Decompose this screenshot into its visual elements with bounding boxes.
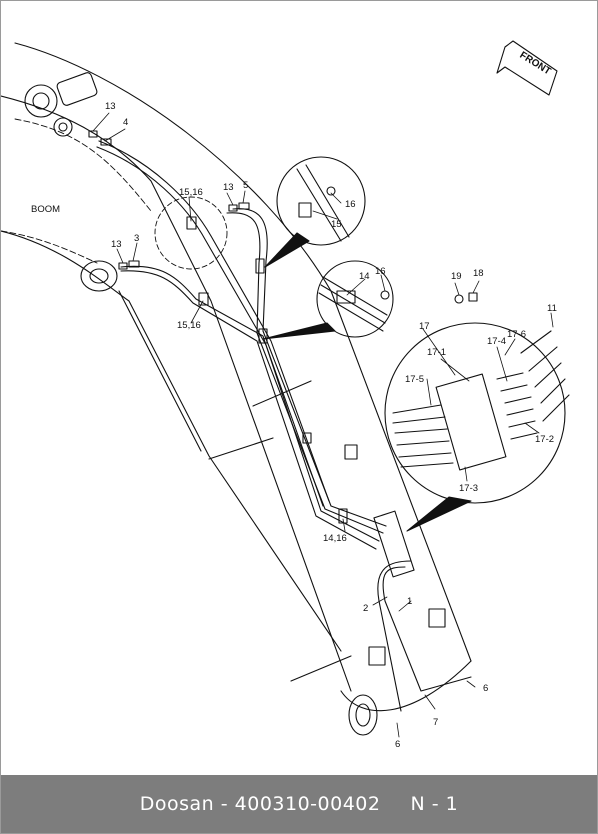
part-callout-14-16: 14,16 <box>323 533 347 544</box>
part-callout-17-1: 17-1 <box>427 347 446 358</box>
detail-circle-dashed <box>154 196 228 270</box>
boom-label: BOOM <box>31 204 60 215</box>
fitting-13-mid <box>228 204 238 212</box>
part-callout-6b: 6 <box>395 739 400 750</box>
detail-bubble-1-nut <box>326 186 336 196</box>
footer-page: N - 1 <box>410 793 459 815</box>
boom-foot-pin-boss <box>348 694 378 736</box>
part-callout-13a: 13 <box>105 101 116 112</box>
part-callout-13b: 13 <box>223 182 234 193</box>
footer-part-number: 400310-00402 <box>234 793 381 815</box>
detail-bubble-2-nut <box>380 290 390 300</box>
part-callout-5: 5 <box>243 180 248 191</box>
front-label: FRONT <box>518 50 553 78</box>
manifold-detail-block <box>435 373 507 471</box>
front-arrow <box>496 40 558 96</box>
boom-pad-2 <box>368 646 386 666</box>
fitting-5 <box>238 202 250 210</box>
detail-bubble-2-clamp <box>336 290 356 304</box>
pipe-line-f <box>96 146 324 507</box>
bolt-set-11 <box>520 330 570 422</box>
boom-bolt-head <box>53 117 73 137</box>
part-callout-15-16b: 15,16 <box>177 320 201 331</box>
part-callout-17: 17 <box>419 321 430 332</box>
cylinder-pin-bore <box>89 268 109 284</box>
part-callout-13c: 13 <box>111 239 122 250</box>
detail-bubble-14-16 <box>316 260 394 338</box>
part-callout-15: 15 <box>331 219 342 230</box>
boom-foot-pin-bore <box>355 703 371 727</box>
manifold-detail-pointer <box>406 496 472 532</box>
boom-dashed-outline <box>1 118 152 264</box>
part-callout-17-3: 17-3 <box>459 483 478 494</box>
manifold-detail-fittings <box>496 372 538 440</box>
pipe-lower-1 <box>377 560 412 712</box>
detail-bubble-15-16 <box>276 156 366 246</box>
pipe-line-a <box>232 208 387 527</box>
part-callout-15-16a: 15,16 <box>179 187 203 198</box>
pipe-line-e <box>98 140 330 502</box>
boom-pad-3 <box>428 608 446 628</box>
callout-leaders <box>92 112 554 738</box>
part-callout-3: 3 <box>134 233 139 244</box>
part-callout-17-5: 17-5 <box>405 374 424 385</box>
pipe-lower-2 <box>382 566 472 692</box>
detail-bubble-1-clamp <box>298 202 312 218</box>
boom-pad-4 <box>302 432 312 444</box>
manifold-block <box>373 510 415 578</box>
detail-bubble-1-lines <box>296 164 350 242</box>
part-callout-1: 1 <box>407 596 412 607</box>
detail-bubble-1-pointer <box>264 232 310 268</box>
boom-panel-line-2 <box>208 437 274 460</box>
pipe-clamp-1 <box>255 258 265 274</box>
part-callout-6a: 6 <box>483 683 488 694</box>
part-callout-4: 4 <box>123 117 128 128</box>
part-callout-11: 11 <box>547 303 557 314</box>
cylinder-pin-boss <box>80 260 118 292</box>
footer-brand: Doosan <box>139 793 215 815</box>
boom-pin-boss <box>24 84 58 118</box>
boom-pad-1 <box>344 444 358 460</box>
part-callout-17-2: 17-2 <box>535 434 554 445</box>
detail-bubble-2-lines <box>318 276 388 332</box>
boom-end-curve <box>340 660 472 712</box>
part-callout-17-6: 17-6 <box>507 329 526 340</box>
footer-bar: Doosan - 400310-00402 N - 1 <box>1 775 597 833</box>
pipe-clamp-5 <box>198 292 209 306</box>
part-callout-2: 2 <box>363 603 368 614</box>
pipe-line-c <box>120 265 380 542</box>
boom-top-bracket <box>56 72 98 106</box>
boom-edge-inner <box>118 290 202 452</box>
fitting-13-low <box>118 262 128 270</box>
hydraulic-piping-diagram: BOOM FRONT 13415,161351615133141615,1619… <box>1 40 570 750</box>
pipe-clamp-4 <box>186 216 197 230</box>
pipe-line-b <box>226 212 384 534</box>
boom-pin-bore <box>32 92 50 110</box>
part-callout-19: 19 <box>451 271 462 282</box>
manifold-detail-hoses <box>392 404 454 468</box>
part-callout-17-4: 17-4 <box>487 336 506 347</box>
pipe-clamp-2 <box>258 328 268 344</box>
part-callout-16b: 16 <box>375 266 386 277</box>
plug-18 <box>468 292 478 302</box>
detail-bubble-2-pointer <box>262 322 336 340</box>
washer-19 <box>454 294 464 304</box>
boom-outline-upper <box>14 42 472 662</box>
part-callout-16a: 16 <box>345 199 356 210</box>
pipe-line-d <box>120 270 377 550</box>
boom-outline-lower <box>1 95 352 692</box>
detail-bubble-manifold <box>384 322 566 504</box>
part-callout-18: 18 <box>473 268 484 279</box>
boom-panel-line-3 <box>290 655 352 682</box>
part-callout-7: 7 <box>433 717 438 728</box>
boom-edge-left <box>1 230 342 652</box>
part-callout-14: 14 <box>359 271 370 282</box>
fitting-3 <box>128 260 140 268</box>
pipe-clamp-3 <box>338 508 348 524</box>
boom-bolt-head-inner <box>58 122 68 132</box>
footer-separator: - <box>214 793 235 815</box>
fitting-4 <box>100 138 112 146</box>
